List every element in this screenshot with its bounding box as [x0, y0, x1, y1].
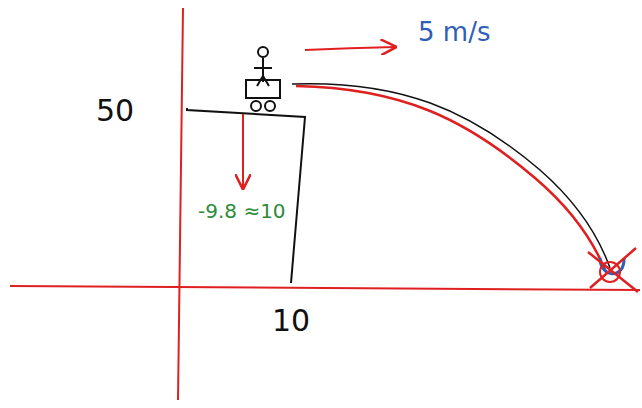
height-label: 50: [96, 94, 134, 127]
landing-cross: [600, 262, 620, 282]
trajectory-curve: [296, 86, 606, 272]
velocity-arrow: [305, 47, 395, 50]
cliff-outline: [187, 108, 305, 283]
trajectory-curve: [292, 84, 610, 268]
cart-wheel: [265, 101, 275, 111]
landing-cross: [588, 248, 638, 292]
velocity-label: 5 m/s: [418, 18, 490, 47]
person-head: [258, 47, 268, 57]
person-body: [254, 58, 272, 86]
gravity-label: -9.8 ≈10: [198, 200, 286, 222]
distance-label: 10: [272, 304, 310, 337]
cart-body: [246, 80, 280, 98]
gravity-arrow: [242, 114, 244, 188]
x-axis: [10, 286, 640, 290]
y-axis: [178, 8, 183, 400]
cart-wheel: [251, 101, 261, 111]
